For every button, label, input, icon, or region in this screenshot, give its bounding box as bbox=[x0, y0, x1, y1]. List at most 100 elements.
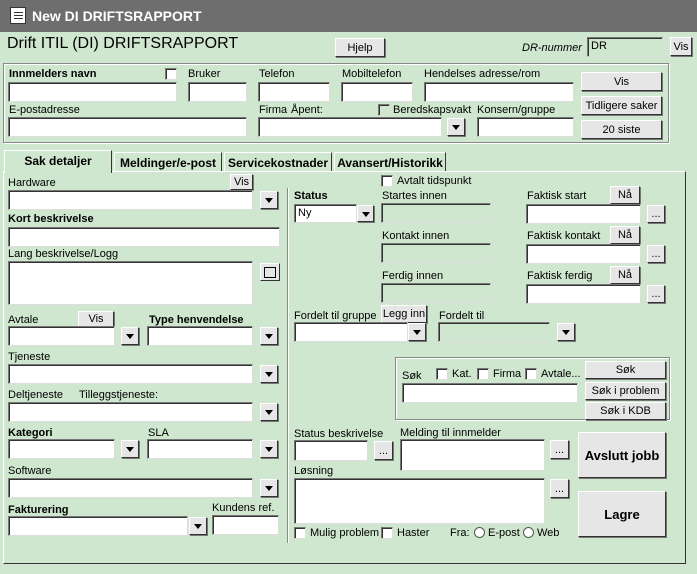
sla-label: SLA bbox=[148, 427, 169, 439]
actual-contact-now-button[interactable]: Nå bbox=[610, 226, 640, 244]
agreement-input[interactable] bbox=[8, 326, 115, 346]
solution-picker-button[interactable]: ... bbox=[550, 479, 569, 498]
agreed-time-checkbox[interactable] bbox=[381, 175, 393, 187]
dr-number-field[interactable]: DR bbox=[587, 37, 663, 57]
long-description-textarea[interactable] bbox=[8, 261, 253, 305]
firm-search-checkbox[interactable] bbox=[477, 368, 489, 380]
reporter-group bbox=[3, 63, 669, 143]
tab-case-details[interactable]: Sak detaljer bbox=[4, 150, 112, 173]
urgent-label: Haster bbox=[397, 527, 430, 539]
subservice-input[interactable] bbox=[8, 402, 253, 422]
assigned-to-dropdown-button[interactable] bbox=[557, 323, 575, 341]
actual-start-label: Faktisk start bbox=[527, 190, 587, 202]
company-label: Firma bbox=[259, 104, 288, 116]
start-within-field bbox=[381, 203, 491, 223]
assigned-group-label: Fordelt til gruppe bbox=[294, 310, 377, 322]
save-button[interactable]: Lagre bbox=[578, 491, 666, 537]
assigned-to-label: Fordelt til bbox=[439, 310, 485, 322]
panel-divider bbox=[287, 188, 288, 543]
tab-messages[interactable]: Meldinger/e-post bbox=[114, 152, 222, 172]
sla-dropdown-button[interactable] bbox=[260, 440, 278, 458]
actual-done-label: Faktisk ferdig bbox=[527, 270, 593, 282]
search-button[interactable]: Søk bbox=[585, 361, 666, 379]
message-textarea[interactable] bbox=[400, 439, 545, 471]
subservice-dropdown-button[interactable] bbox=[260, 403, 278, 421]
hardware-dropdown-button[interactable] bbox=[260, 191, 278, 209]
tab-advanced-history[interactable]: Avansert/Historikk bbox=[334, 152, 446, 172]
billing-input[interactable] bbox=[8, 516, 188, 536]
dr-vis-button[interactable]: Vis bbox=[670, 37, 692, 56]
actual-start-input[interactable] bbox=[526, 204, 641, 224]
address-input[interactable] bbox=[424, 82, 574, 102]
dr-number-label: DR-nummer bbox=[522, 42, 582, 54]
request-type-dropdown-button[interactable] bbox=[260, 327, 278, 345]
reporter-name-input[interactable] bbox=[8, 82, 177, 102]
tab-panel bbox=[3, 171, 686, 564]
mobile-input[interactable] bbox=[341, 82, 413, 102]
user-input[interactable] bbox=[188, 82, 247, 102]
message-picker-button[interactable]: ... bbox=[550, 440, 569, 459]
status-dropdown-button[interactable] bbox=[357, 205, 374, 222]
agreement-vis-button[interactable]: Vis bbox=[78, 311, 114, 327]
assigned-group-input[interactable] bbox=[294, 322, 408, 342]
request-type-input[interactable] bbox=[147, 326, 253, 346]
company-input[interactable] bbox=[258, 117, 442, 137]
actual-done-now-button[interactable]: Nå bbox=[610, 266, 640, 284]
agreed-time-label: Avtalt tidspunkt bbox=[397, 175, 472, 187]
help-button[interactable]: Hjelp bbox=[335, 38, 385, 57]
email-input[interactable] bbox=[8, 117, 247, 137]
close-job-button[interactable]: Avslutt jobb bbox=[578, 432, 666, 478]
search-group bbox=[395, 357, 670, 420]
actual-contact-picker-button[interactable]: ... bbox=[647, 245, 665, 263]
search-kdb-button[interactable]: Søk i KDB bbox=[585, 402, 666, 420]
last-20-button[interactable]: 20 siste bbox=[581, 120, 662, 139]
possible-problem-checkbox[interactable] bbox=[294, 527, 306, 539]
software-dropdown-button[interactable] bbox=[260, 479, 278, 497]
assigned-group-dropdown-button[interactable] bbox=[408, 323, 426, 341]
email-radio[interactable] bbox=[474, 527, 485, 538]
previous-cases-button[interactable]: Tidligere saker bbox=[581, 96, 662, 115]
sla-input[interactable] bbox=[147, 439, 253, 459]
search-problem-button[interactable]: Søk i problem bbox=[585, 382, 666, 400]
hardware-input[interactable] bbox=[8, 190, 253, 210]
company-dropdown-button[interactable] bbox=[447, 118, 465, 136]
add-in-button[interactable]: Legg inn bbox=[381, 305, 427, 323]
email-label: E-postadresse bbox=[9, 104, 80, 116]
actual-done-picker-button[interactable]: ... bbox=[647, 285, 665, 303]
status-description-input[interactable] bbox=[294, 440, 368, 461]
agreement-label: Avtale bbox=[8, 314, 39, 326]
search-input[interactable] bbox=[402, 383, 578, 403]
reporter-vis-button[interactable]: Vis bbox=[581, 72, 662, 91]
urgent-checkbox[interactable] bbox=[381, 527, 393, 539]
standby-checkbox[interactable] bbox=[378, 104, 390, 116]
category-search-checkbox[interactable] bbox=[436, 368, 448, 380]
actual-start-picker-button[interactable]: ... bbox=[647, 205, 665, 223]
software-input[interactable] bbox=[8, 478, 253, 498]
solution-textarea[interactable] bbox=[294, 478, 545, 524]
agreement-search-checkbox[interactable] bbox=[525, 368, 537, 380]
actual-start-now-button[interactable]: Nå bbox=[610, 186, 640, 204]
tab-service-costs[interactable]: Servicekostnader bbox=[224, 152, 332, 172]
service-input[interactable] bbox=[8, 364, 253, 384]
status-description-picker-button[interactable]: ... bbox=[374, 441, 393, 460]
book-icon[interactable] bbox=[260, 263, 280, 281]
phone-label: Telefon bbox=[259, 68, 295, 80]
assigned-to-input[interactable] bbox=[438, 322, 550, 342]
search-label: Søk bbox=[402, 370, 422, 382]
service-dropdown-button[interactable] bbox=[260, 365, 278, 383]
actual-contact-input[interactable] bbox=[526, 244, 641, 264]
reporter-checkbox[interactable] bbox=[165, 68, 177, 80]
billing-dropdown-button[interactable] bbox=[189, 517, 207, 535]
customer-ref-input[interactable] bbox=[212, 515, 279, 535]
short-description-label: Kort beskrivelse bbox=[8, 213, 94, 225]
short-description-input[interactable] bbox=[8, 227, 280, 247]
web-radio[interactable] bbox=[523, 527, 534, 538]
actual-done-input[interactable] bbox=[526, 284, 641, 304]
hardware-vis-button[interactable]: Vis bbox=[230, 174, 253, 190]
phone-input[interactable] bbox=[258, 82, 330, 102]
category-input[interactable] bbox=[8, 439, 115, 459]
category-dropdown-button[interactable] bbox=[121, 440, 139, 458]
status-select[interactable]: Ny bbox=[294, 204, 357, 223]
agreement-dropdown-button[interactable] bbox=[121, 327, 139, 345]
group-input[interactable] bbox=[477, 117, 574, 137]
